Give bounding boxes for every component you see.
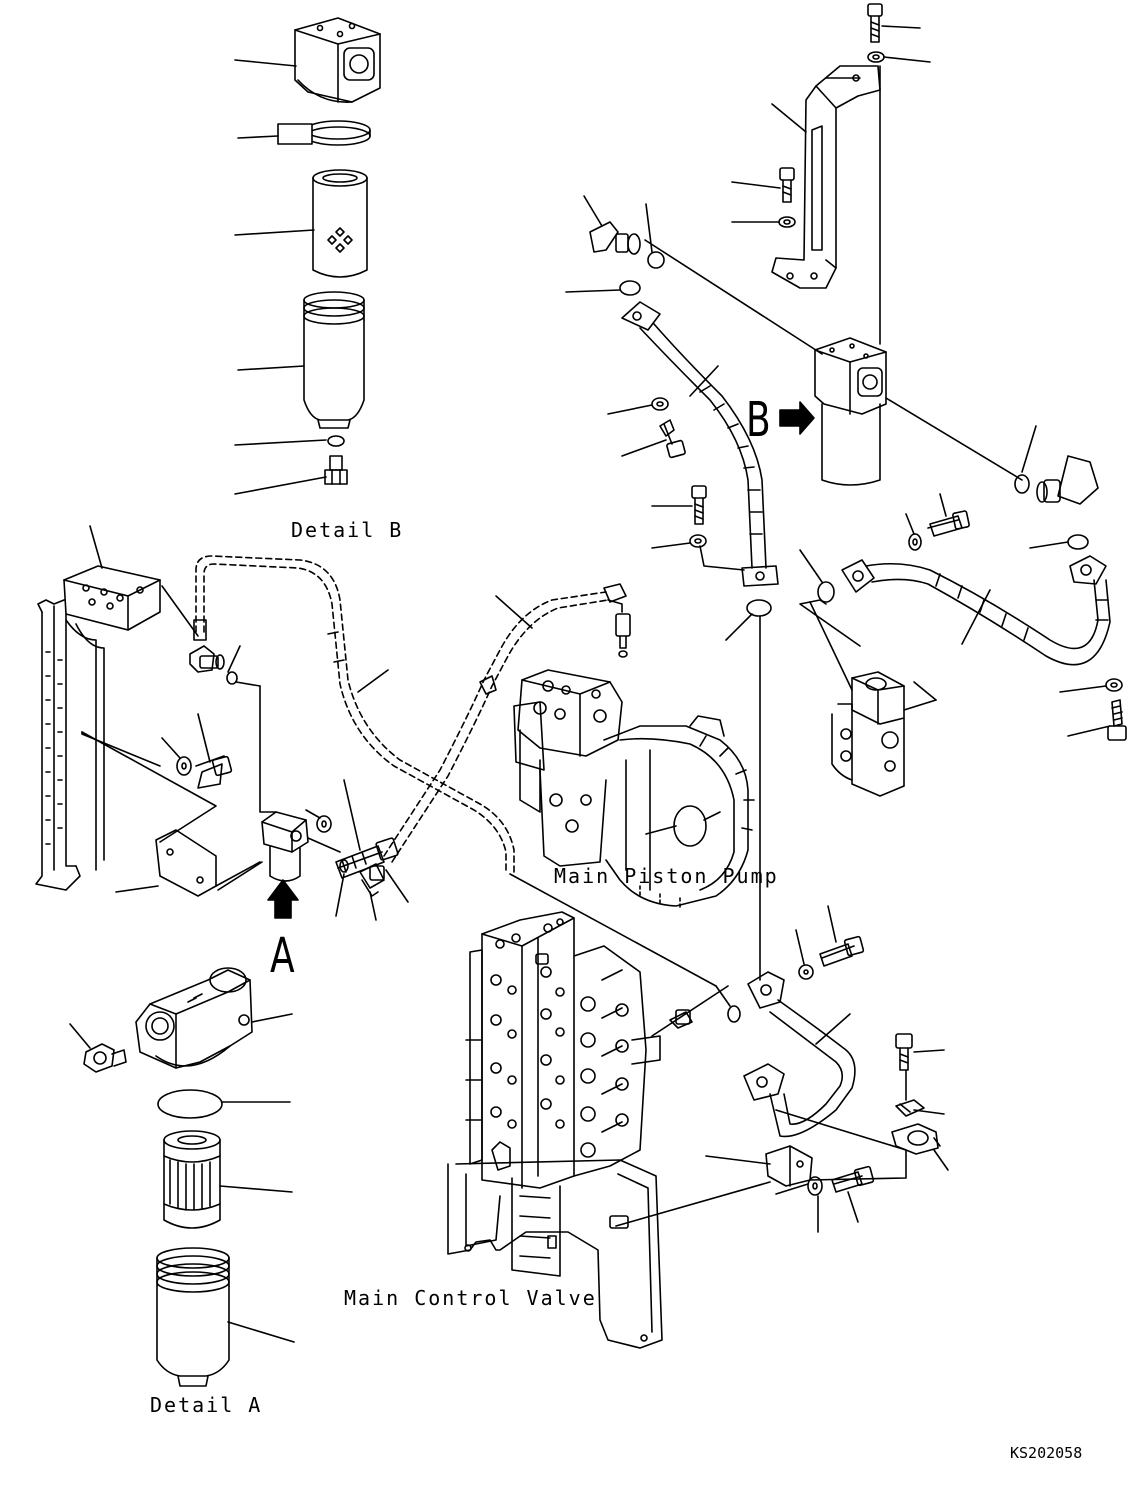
drawing-code: KS202058 <box>1010 1444 1083 1462</box>
view-a-filter-assembly <box>262 812 308 881</box>
plug-right <box>1037 456 1098 504</box>
bolt-upper-2 <box>692 486 706 524</box>
plug-top-left <box>590 222 640 254</box>
bracket-washer-mid <box>779 217 795 227</box>
o-ring-right-1 <box>1015 475 1029 493</box>
clamp-upper <box>896 1100 924 1116</box>
clamp-lower <box>892 1124 938 1154</box>
main-control-valve-label: Main Control Valve <box>344 1286 597 1310</box>
detail-a-filter-head <box>136 968 252 1068</box>
left-frame-bracket <box>36 566 160 890</box>
washer-right-2 <box>1106 679 1122 691</box>
bolt-right-1 <box>928 511 970 536</box>
main-piston-pump-label: Main Piston Pump <box>554 864 779 888</box>
hose-right <box>842 556 1110 665</box>
main-piston-pump <box>514 670 754 908</box>
detail-b-filter-head <box>295 18 380 102</box>
pilot-hose-left <box>194 556 514 872</box>
bolt-right-2 <box>1108 700 1126 740</box>
arrow-a <box>268 880 298 918</box>
o-ring-a1 <box>648 252 664 268</box>
pump-port-block <box>832 672 904 796</box>
detail-b-label: Detail B <box>291 518 404 542</box>
view-a-letter: A <box>270 928 295 984</box>
washer-lower-2 <box>808 1177 822 1195</box>
pilot-hose-right <box>384 584 626 862</box>
detail-a-filter-case <box>157 1248 229 1386</box>
bolt-a-long <box>336 838 398 878</box>
bolt-lower-1 <box>820 936 864 966</box>
o-ring-switch <box>340 860 348 872</box>
o-ring-pump-outlet <box>747 600 771 616</box>
detail-a-o-ring <box>158 1090 222 1118</box>
bolt-lower-3 <box>832 1166 874 1192</box>
detail-b-retaining-ring <box>278 121 370 145</box>
washer-upper-1 <box>652 398 668 410</box>
tube-lower <box>744 972 855 1136</box>
detail-b-filter-element <box>313 170 367 277</box>
o-ring-right-2 <box>1068 535 1088 549</box>
detail-b-filter-case <box>304 292 364 428</box>
washer-a-long <box>317 816 331 832</box>
arrow-b <box>780 402 814 434</box>
washer-upper-2 <box>690 535 706 547</box>
o-ring-valve <box>728 1006 740 1022</box>
o-ring-elbow <box>227 672 237 684</box>
hose-upper <box>622 302 778 586</box>
left-bolt <box>196 756 232 788</box>
valve-fitting <box>670 1010 692 1028</box>
bracket-bolt-top <box>868 4 882 42</box>
detail-a-plug <box>84 1044 126 1072</box>
bracket-washer-top <box>868 52 884 62</box>
left-washer <box>177 757 191 775</box>
pump-fitting <box>616 614 630 657</box>
view-b-letter: B <box>746 392 771 448</box>
filter-bracket <box>772 66 880 288</box>
pressure-switch <box>360 864 384 896</box>
o-ring-a2 <box>620 281 640 295</box>
bracket-bolt-mid <box>780 168 794 202</box>
detail-b-o-ring <box>328 436 344 446</box>
bolt-upper-1 <box>660 420 686 458</box>
view-b-filter-assembly <box>815 338 886 485</box>
left-mount-plate <box>156 830 260 896</box>
detail-a-label: Detail A <box>150 1393 263 1417</box>
bolt-lower-2 <box>896 1034 912 1070</box>
main-control-valve <box>448 912 662 1348</box>
elbow-fitting-a <box>190 646 224 672</box>
clamp-bracket <box>766 1146 812 1186</box>
o-ring-right-3 <box>818 582 834 602</box>
detail-a-filter-element <box>164 1131 220 1228</box>
washer-lower-1 <box>799 965 813 979</box>
washer-right-1 <box>909 534 921 550</box>
detail-b-drain-plug <box>325 456 347 484</box>
